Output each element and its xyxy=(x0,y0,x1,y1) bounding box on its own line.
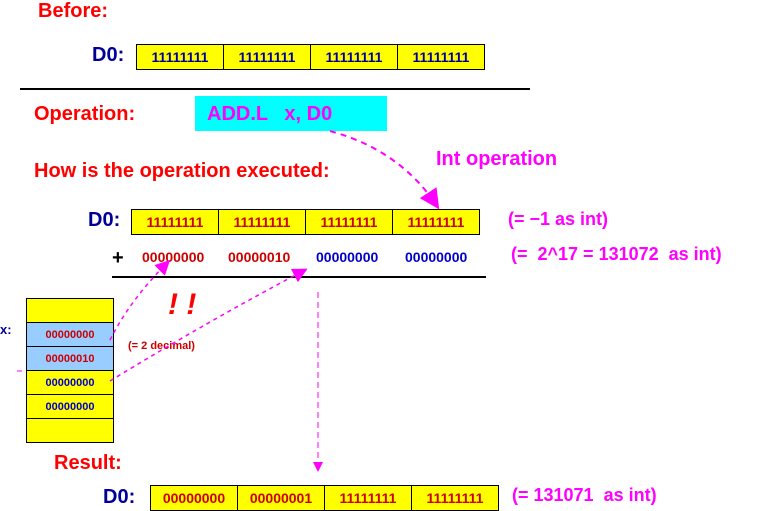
result-cell-3: 11111111 xyxy=(426,490,484,506)
addend-byte-3: 00000000 xyxy=(405,249,468,265)
memory-row-4: 00000000 xyxy=(27,395,113,419)
memory-to-addend-arrow-2 xyxy=(109,268,308,382)
memory-row-2: 00000010 xyxy=(27,347,113,371)
result-cell-1: 00000001 xyxy=(238,486,325,510)
memory-row-0 xyxy=(27,299,113,323)
result-reg-label: D0: xyxy=(103,486,136,508)
exec-cell-3: 11111111 xyxy=(407,214,465,230)
operation-label: Operation: xyxy=(34,103,136,125)
exclamation-marks: ! ! xyxy=(168,288,197,321)
addend-byte-1: 00000010 xyxy=(228,249,291,265)
exec-cell-0: 11111111 xyxy=(132,210,219,234)
exec-cell-2: 11111111 xyxy=(306,210,393,234)
exec-register: 11111111 11111111 11111111 11111111 xyxy=(131,209,480,235)
before-cell-2: 11111111 xyxy=(311,45,398,69)
int-operation-label: Int operation xyxy=(436,148,558,170)
result-cell-2: 11111111 xyxy=(325,486,412,510)
memory-row-1: 00000000 xyxy=(27,323,113,347)
instruction-box: ADD.L x, D0 xyxy=(195,96,387,131)
execution-heading: How is the operation executed: xyxy=(34,160,330,182)
memory-row-5 xyxy=(27,419,113,442)
instruction-to-register-arrow xyxy=(329,130,440,210)
exec-reg-label: D0: xyxy=(88,209,121,231)
before-cell-3: 11111111 xyxy=(412,49,470,65)
addend-byte-2: 00000000 xyxy=(316,249,379,265)
instruction-text: ADD.L x, D0 xyxy=(207,103,333,125)
before-register: 11111111 11111111 11111111 11111111 xyxy=(136,44,485,70)
result-int-note: (= 131071 as int) xyxy=(512,485,657,505)
addend-int-note: (= 2^17 = 131072 as int) xyxy=(511,244,722,264)
memory-x-label: x: xyxy=(0,322,12,337)
result-cell-0: 00000000 xyxy=(151,486,238,510)
memory-block: 00000000 00000010 00000000 00000000 xyxy=(26,298,114,443)
decimal-note: (= 2 decimal) xyxy=(128,340,195,352)
before-heading: Before: xyxy=(38,0,109,22)
before-cell-0: 11111111 xyxy=(137,45,224,69)
before-reg-label: D0: xyxy=(92,44,125,66)
memory-to-addend-arrow-1 xyxy=(109,259,171,341)
d0-int-note: (= −1 as int) xyxy=(508,209,609,229)
memory-row-3: 00000000 xyxy=(27,371,113,395)
result-heading: Result: xyxy=(54,452,122,474)
exec-cell-1: 11111111 xyxy=(219,210,306,234)
before-cell-1: 11111111 xyxy=(224,45,311,69)
plus-sign: + xyxy=(112,247,124,269)
